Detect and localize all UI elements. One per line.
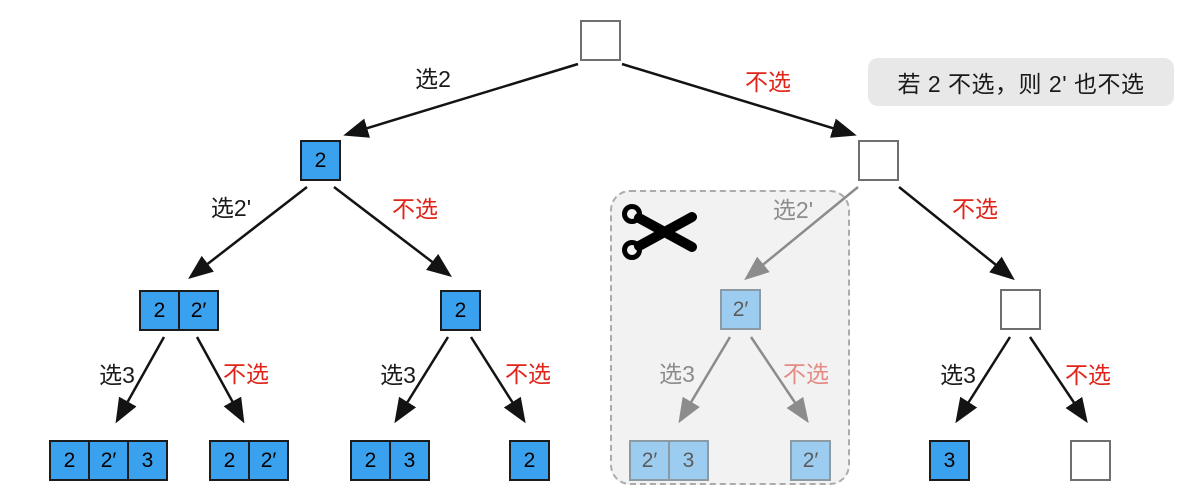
node-cell	[858, 140, 899, 181]
edge-label-choose-3-pruned: 选3	[659, 361, 695, 387]
edge-label-skip-3-b: 不选	[505, 361, 551, 387]
node-cell: 3	[929, 440, 970, 481]
node-cell: 2	[209, 440, 250, 481]
leaf-2: 2	[509, 440, 550, 481]
leaf-2-2p: 2 2′	[209, 440, 289, 481]
edge-label-skip-2p-right: 不选	[952, 196, 998, 222]
edge-label-choose-3-a: 选3	[99, 362, 135, 388]
node-cell: 3	[668, 440, 709, 481]
edge-label-skip-3-pruned: 不选	[783, 361, 829, 387]
leaf-empty	[1070, 440, 1111, 481]
annotation-note-text: 若 2 不选，则 2' 也不选	[897, 71, 1145, 97]
node-cell: 2	[440, 290, 481, 331]
edge-label-choose-3-b: 选3	[380, 362, 416, 388]
node-cell: 3	[127, 440, 168, 481]
node-cell: 2	[139, 290, 180, 331]
edge-label-choose-2: 选2	[415, 66, 451, 92]
node-2-2p: 2 2′	[139, 290, 219, 331]
node-cell: 2′	[178, 290, 219, 331]
node-2-only: 2	[440, 290, 481, 331]
leaf-3: 3	[929, 440, 970, 481]
edge-label-choose-3-d: 选3	[940, 362, 976, 388]
leaf-2p-3-pruned: 2′ 3	[629, 440, 709, 481]
edge-label-choose-2p-left: 选2'	[210, 195, 252, 221]
node-pick2: 2	[300, 140, 341, 181]
node-cell: 2	[509, 440, 550, 481]
leaf-2-3: 2 3	[350, 440, 430, 481]
edge-label-skip-3-a: 不选	[223, 361, 269, 387]
node-cell: 2′	[629, 440, 670, 481]
node-cell	[1070, 440, 1111, 481]
leaf-2p-pruned: 2′	[790, 440, 831, 481]
node-skip2-empty	[1000, 289, 1041, 330]
node-cell: 2′	[790, 440, 831, 481]
node-cell: 2′	[88, 440, 129, 481]
edge-label-skip-2p-left: 不选	[392, 196, 438, 222]
node-cell: 3	[389, 440, 430, 481]
node-root	[580, 20, 621, 61]
node-cell: 2	[49, 440, 90, 481]
edge-label-skip-3-d: 不选	[1065, 362, 1111, 388]
node-skip2	[858, 140, 899, 181]
node-cell: 2	[350, 440, 391, 481]
node-cell: 2′	[248, 440, 289, 481]
node-root-cell	[580, 20, 621, 61]
node-2p-pruned: 2′	[720, 289, 761, 330]
scissors-icon	[622, 203, 700, 266]
node-cell: 2	[300, 140, 341, 181]
annotation-note: 若 2 不选，则 2' 也不选	[868, 58, 1174, 106]
edge-label-skip-2: 不选	[745, 69, 791, 95]
node-cell: 2′	[720, 289, 761, 330]
edge-label-choose-2p-pruned: 选2'	[772, 197, 814, 223]
node-cell	[1000, 289, 1041, 330]
leaf-2-2p-3: 2 2′ 3	[49, 440, 168, 481]
